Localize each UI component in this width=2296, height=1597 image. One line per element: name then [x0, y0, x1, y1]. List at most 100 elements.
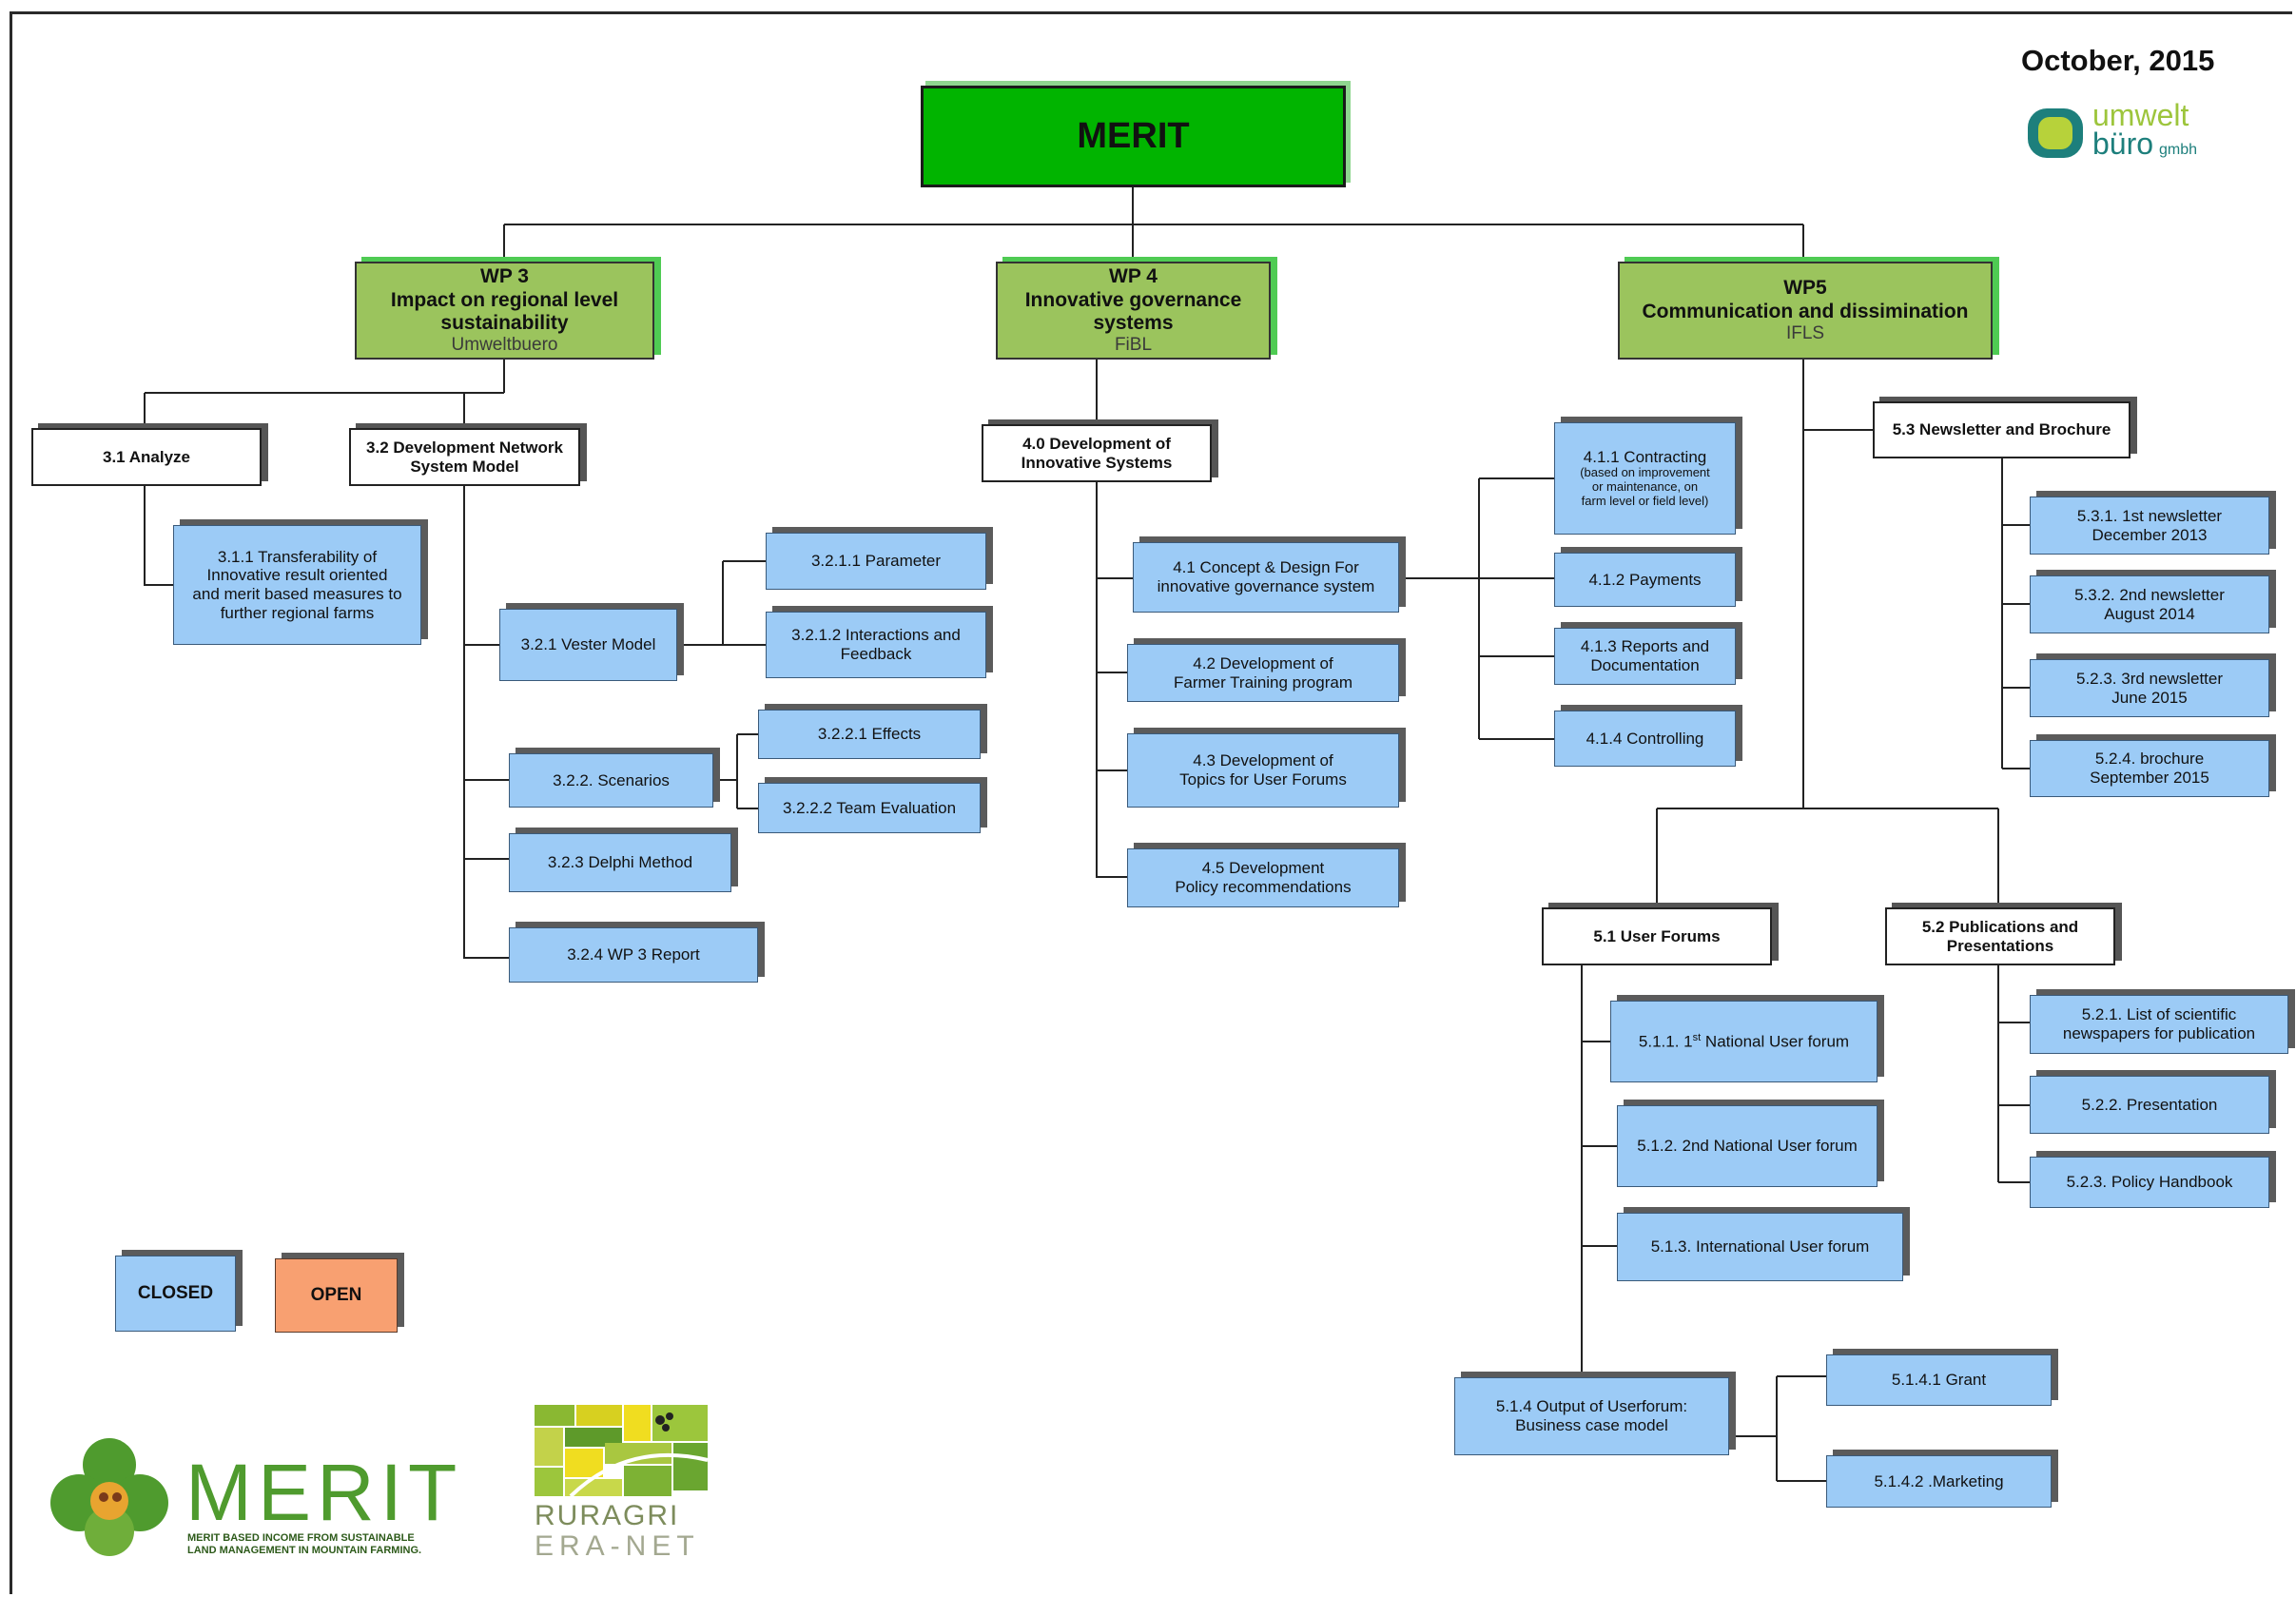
task-3-2-1-node: 3.2.1 Vester Model — [499, 609, 677, 681]
task-3-1-1-label-1: 3.1.1 Transferability of — [217, 547, 378, 566]
task-5-2-3-node: 5.2.3. Policy Handbook — [2030, 1157, 2269, 1208]
task-3-1-1-label-2: Innovative result oriented — [206, 566, 388, 585]
task-3-2-label-1: 3.2 Development Network — [366, 438, 563, 457]
task-4-1-1-label-3: or maintenance, on — [1591, 479, 1699, 495]
task-5-3-1-node: 5.3.1. 1st newsletter December 2013 — [2030, 497, 2269, 555]
wp4-subtitle-1: Innovative governance — [1024, 288, 1242, 311]
report-date: October, 2015 — [2021, 44, 2215, 77]
wp4-lead-org: FiBL — [1114, 334, 1153, 355]
task-5-2-3-newsletter-label-2: June 2015 — [2111, 688, 2188, 707]
merit-root-label: MERIT — [1077, 115, 1190, 156]
task-4-5-label-2: Policy recommendations — [1175, 878, 1352, 896]
task-5-1-1-label: 5.1.1. 1st National User forum — [1639, 1032, 1849, 1051]
task-4-0-label-2: Innovative Systems — [1021, 453, 1173, 472]
task-4-2-label-1: 4.2 Development of — [1193, 653, 1333, 672]
task-3-2-node: 3.2 Development Network System Model — [349, 428, 580, 486]
task-5-1-1-node: 5.1.1. 1st National User forum — [1610, 1001, 1878, 1082]
task-4-5-node: 4.5 Development Policy recommendations — [1127, 848, 1399, 907]
task-5-3-2-label-2: August 2014 — [2104, 604, 2195, 623]
wp5-subtitle: Communication and dissimination — [1642, 300, 1969, 322]
task-4-1-4-node: 4.1.4 Controlling — [1554, 711, 1736, 767]
task-5-2-2-node: 5.2.2. Presentation — [2030, 1076, 2269, 1134]
task-5-1-3-label: 5.1.3. International User forum — [1650, 1237, 1870, 1256]
task-5-1-1-label-pre: 5.1.1. 1 — [1638, 1032, 1693, 1051]
wp4-subtitle-2: systems — [1093, 311, 1174, 334]
wp5-lead-org: IFLS — [1785, 322, 1825, 343]
task-5-1-4-label-1: 5.1.4 Output of Userforum: — [1495, 1397, 1688, 1416]
wp3-subtitle-2: sustainability — [440, 311, 569, 334]
task-3-1-1-label-4: further regional farms — [220, 603, 375, 622]
legend-open-label: OPEN — [310, 1285, 362, 1306]
task-4-5-label-1: 4.5 Development — [1201, 859, 1325, 878]
task-3-2-2-2-label: 3.2.2.2 Team Evaluation — [782, 798, 957, 817]
wp4-node: WP 4 Innovative governance systems FiBL — [996, 262, 1271, 360]
task-3-1-label: 3.1 Analyze — [103, 447, 190, 466]
task-5-1-3-node: 5.1.3. International User forum — [1617, 1213, 1903, 1281]
merit-logo-tagline-2: LAND MANAGEMENT IN MOUNTAIN FARMING. — [187, 1545, 421, 1556]
task-4-1-2-label: 4.1.2 Payments — [1588, 570, 1702, 589]
wp4-title: WP 4 — [1109, 265, 1158, 288]
task-5-1-2-node: 5.1.2. 2nd National User forum — [1617, 1105, 1878, 1187]
umwelt-logo-text-1: umwelt — [2092, 99, 2189, 132]
task-3-2-1-label: 3.2.1 Vester Model — [520, 635, 656, 654]
wp3-lead-org: Umweltbuero — [451, 334, 558, 355]
task-5-2-label-1: 5.2 Publications and — [1921, 917, 2079, 936]
task-4-2-node: 4.2 Development of Farmer Training progr… — [1127, 644, 1399, 702]
task-3-2-2-2-node: 3.2.2.2 Team Evaluation — [758, 783, 981, 833]
task-4-0-node: 4.0 Development of Innovative Systems — [982, 424, 1212, 482]
task-5-3-node: 5.3 Newsletter and Brochure — [1873, 401, 2131, 458]
task-3-2-2-1-node: 3.2.2.1 Effects — [758, 710, 981, 759]
task-4-1-4-label: 4.1.4 Controlling — [1586, 729, 1704, 748]
task-3-2-1-2-node: 3.2.1.2 Interactions and Feedback — [766, 612, 986, 678]
umwelt-logo-text-2: büro — [2092, 127, 2153, 161]
task-3-2-3-node: 3.2.3 Delphi Method — [509, 833, 731, 892]
task-5-2-3-newsletter-label-1: 5.2.3. 3rd newsletter — [2075, 669, 2224, 688]
task-4-1-1-node: 4.1.1 Contracting (based on improvement … — [1554, 422, 1736, 535]
task-5-2-label-2: Presentations — [1946, 936, 2054, 955]
task-5-1-4-label-2: Business case model — [1515, 1416, 1668, 1434]
task-5-2-3-newsletter-node: 5.2.3. 3rd newsletter June 2015 — [2030, 659, 2269, 717]
task-5-1-4-1-label: 5.1.4.1 Grant — [1891, 1371, 1987, 1390]
task-4-3-label-2: Topics for User Forums — [1179, 770, 1347, 789]
task-3-2-2-1-label: 3.2.2.1 Effects — [817, 725, 922, 744]
merit-root-node: MERIT — [921, 86, 1346, 187]
task-5-2-node: 5.2 Publications and Presentations — [1885, 907, 2115, 965]
task-4-3-label-1: 4.3 Development of — [1193, 751, 1333, 770]
wp5-node: WP5 Communication and dissimination IFLS — [1618, 262, 1993, 360]
task-3-2-3-label: 3.2.3 Delphi Method — [547, 853, 693, 872]
wp5-title: WP5 — [1783, 277, 1827, 300]
task-3-2-4-node: 3.2.4 WP 3 Report — [509, 927, 758, 983]
wp3-node: WP 3 Impact on regional level sustainabi… — [355, 262, 654, 360]
page-frame — [10, 11, 2292, 1594]
task-5-1-4-1-node: 5.1.4.1 Grant — [1826, 1354, 2052, 1406]
task-3-2-1-2-label-2: Feedback — [840, 645, 912, 663]
task-5-3-2-node: 5.3.2. 2nd newsletter August 2014 — [2030, 575, 2269, 633]
task-5-1-4-2-node: 5.1.4.2 .Marketing — [1826, 1455, 2052, 1508]
merit-logo-tagline-1: MERIT BASED INCOME FROM SUSTAINABLE — [187, 1532, 415, 1544]
task-5-1-4-2-label: 5.1.4.2 .Marketing — [1874, 1471, 2004, 1490]
task-5-1-4-node: 5.1.4 Output of Userforum: Business case… — [1454, 1377, 1729, 1455]
task-4-2-label-2: Farmer Training program — [1173, 672, 1352, 691]
wp3-subtitle-1: Impact on regional level — [390, 288, 619, 311]
task-3-2-2-label: 3.2.2. Scenarios — [553, 770, 670, 789]
task-5-2-3-label: 5.2.3. Policy Handbook — [2066, 1173, 2233, 1192]
merit-project-logo: MERIT MERIT BASED INCOME FROM SUSTAINABL… — [50, 1438, 462, 1556]
ruragri-era-net-logo: RURAGRI ERA-NET — [535, 1405, 709, 1560]
task-4-1-1-label-4: farm level or field level) — [1581, 494, 1709, 509]
task-4-1-label-1: 4.1 Concept & Design For — [1173, 558, 1359, 577]
task-5-2-4-node: 5.2.4. brochure September 2015 — [2030, 740, 2269, 797]
era-net-logo-text: ERA-NET — [535, 1530, 700, 1560]
task-4-1-3-label-2: Documentation — [1590, 656, 1700, 674]
task-5-3-1-label-2: December 2013 — [2092, 525, 2208, 544]
umweltbuero-logo: umwelt büro gmbh — [2028, 99, 2197, 161]
task-4-1-label-2: innovative governance system — [1157, 577, 1375, 595]
legend-open: OPEN — [275, 1258, 398, 1333]
task-4-1-1-label-2: (based on improvement — [1580, 465, 1710, 480]
task-3-2-1-2-label-1: 3.2.1.2 Interactions and — [791, 626, 961, 645]
merit-logo-wordmark: MERIT — [185, 1448, 462, 1537]
task-5-2-1-label-2: newspapers for publication — [2062, 1024, 2256, 1042]
task-5-3-1-label-1: 5.3.1. 1st newsletter — [2076, 506, 2223, 525]
task-5-1-node: 5.1 User Forums — [1542, 907, 1772, 965]
task-5-1-2-label: 5.1.2. 2nd National User forum — [1637, 1137, 1858, 1156]
